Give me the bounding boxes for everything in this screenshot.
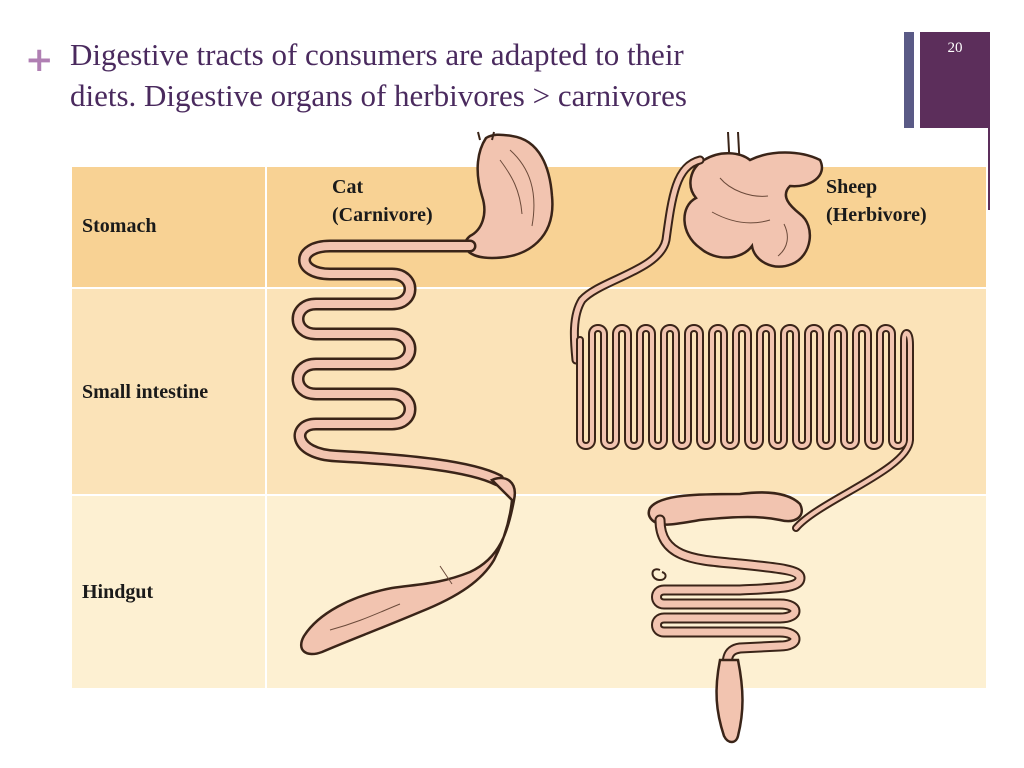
cat-label: Cat <box>332 176 363 198</box>
cat-diet-label: (Carnivore) <box>332 204 433 226</box>
title-line-1: Digestive tracts of consumers are adapte… <box>70 37 684 72</box>
row-label-stomach: Stomach <box>82 215 156 237</box>
title-line-2: diets. Digestive organs of herbivores > … <box>70 78 687 113</box>
sheep-colon <box>651 514 806 726</box>
accent-bar <box>904 32 914 128</box>
slide-number: 20 <box>947 40 963 56</box>
band-small-intestine <box>72 289 986 494</box>
cat-large-intestine <box>299 476 517 656</box>
sheep-cecum <box>647 491 803 526</box>
cat-esophagus <box>477 131 495 141</box>
cat-stomach <box>463 133 554 260</box>
row-label-hindgut: Hindgut <box>82 581 153 603</box>
slide-number-line <box>988 128 990 210</box>
slide-title: Digestive tracts of consumers are adapte… <box>70 34 870 116</box>
sheep-diet-label: (Herbivore) <box>826 204 927 226</box>
bullet-plus-icon: + <box>25 40 54 80</box>
row-label-small-intestine: Small intestine <box>82 381 208 403</box>
cat-stomach-detail <box>499 149 535 227</box>
sheep-rectum <box>715 658 744 744</box>
sheep-stomach-detail <box>711 177 788 257</box>
cat-intestine-detail <box>329 565 453 631</box>
band-hindgut <box>72 496 986 688</box>
slide-number-box: 20 <box>920 32 990 128</box>
sheep-label: Sheep <box>826 176 877 198</box>
sheep-small-intestine <box>569 155 914 532</box>
cat-small-intestine <box>291 239 505 487</box>
